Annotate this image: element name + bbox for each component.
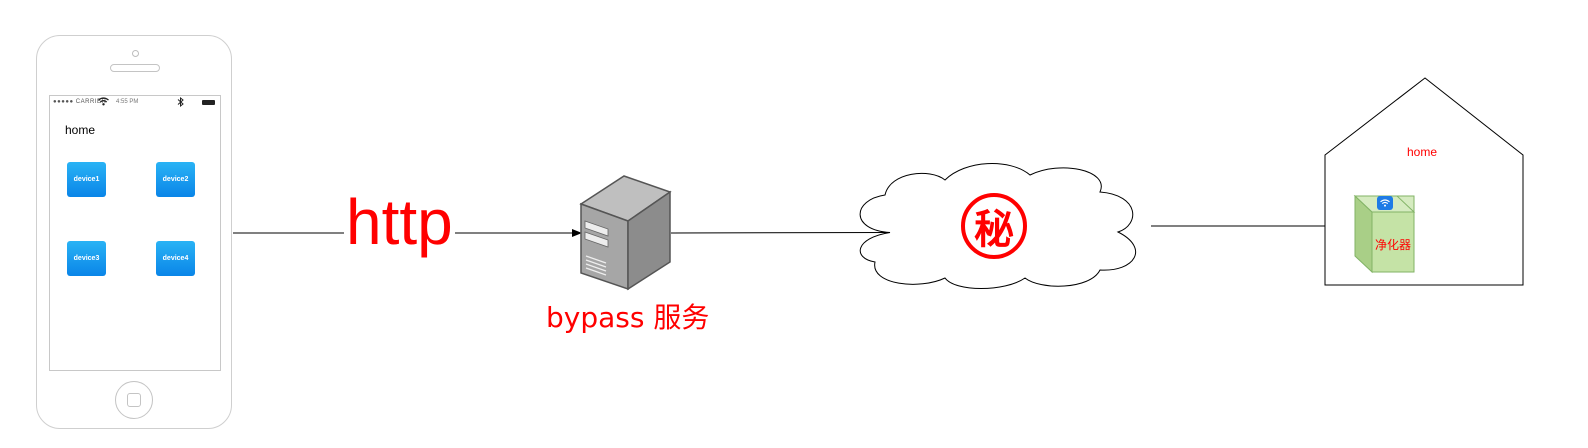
server-cloud-connector <box>670 232 891 234</box>
house-label: home <box>1407 145 1438 159</box>
phone-camera <box>132 50 139 57</box>
screen-title: home <box>65 123 96 137</box>
bluetooth-icon <box>177 96 184 109</box>
device3-button[interactable]: device3 <box>67 241 106 276</box>
purifier-label: 净化器 <box>1375 238 1412 252</box>
wifi-icon <box>98 97 109 108</box>
phone-mockup: ●●●●● CARRIER 4:55 PM home device1 devic… <box>36 35 232 429</box>
http-label: http <box>344 186 455 258</box>
device1-button[interactable]: device1 <box>67 162 106 197</box>
status-carrier: ●●●●● CARRIER <box>53 99 107 105</box>
server-icon <box>579 175 672 291</box>
device4-button[interactable]: device4 <box>156 241 195 276</box>
status-time: 4:55 PM <box>116 99 139 105</box>
home-button-square <box>127 393 141 407</box>
phone-speaker <box>110 64 160 72</box>
battery-icon <box>202 100 215 105</box>
phone-screen: ●●●●● CARRIER 4:55 PM home device1 devic… <box>49 95 221 371</box>
status-bar: ●●●●● CARRIER 4:55 PM <box>50 96 220 110</box>
wifi-icon <box>1377 196 1393 210</box>
device2-button[interactable]: device2 <box>156 162 195 197</box>
server-label: bypass 服务 <box>546 301 710 334</box>
cloud-label: 秘 <box>961 193 1027 259</box>
phone-home-button[interactable] <box>115 381 153 419</box>
